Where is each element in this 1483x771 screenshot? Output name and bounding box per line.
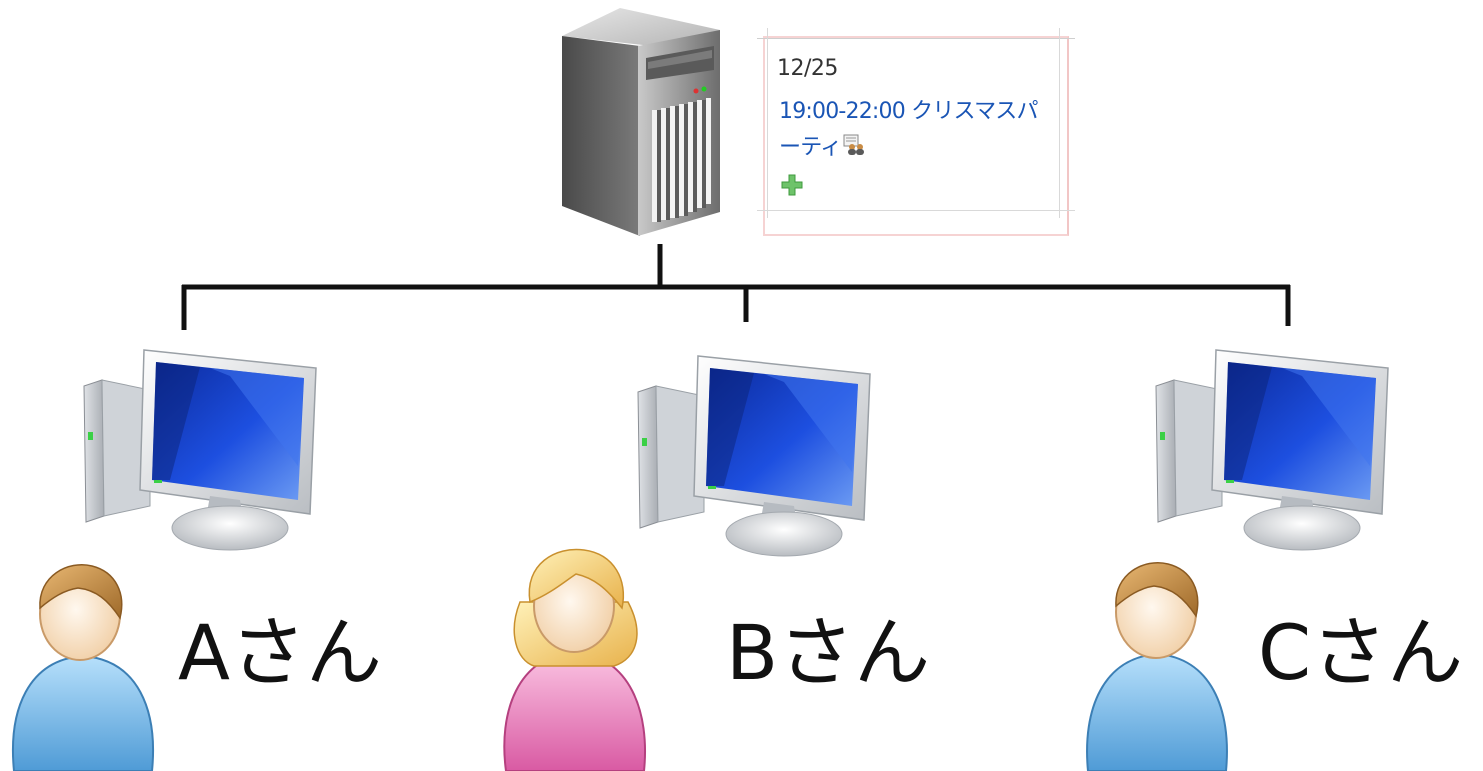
user-a-label: Aさん [178, 608, 382, 697]
user-b-avatar-icon [503, 548, 646, 771]
computer-b-icon [637, 355, 871, 557]
user-c-label: Cさん [1258, 608, 1464, 697]
computer-a-icon [83, 349, 317, 551]
calendar-event-text: 19:00-22:00 クリスマスパーティ [779, 99, 1038, 160]
group-meeting-icon [843, 132, 865, 168]
green-plus-icon[interactable] [781, 174, 803, 200]
calendar-date: 12/25 [777, 56, 838, 81]
calendar-event-link[interactable]: 19:00-22:00 クリスマスパーティ [779, 94, 1054, 168]
user-a-avatar-icon [12, 564, 154, 771]
server-tower-icon [562, 8, 720, 236]
computer-c-icon [1155, 349, 1389, 551]
user-c-avatar-icon [1086, 562, 1228, 771]
calendar-cell [763, 36, 1069, 236]
user-b-label: Bさん [726, 608, 931, 697]
calendar-snippet: 12/25 19:00-22:00 クリスマスパーティ [757, 28, 1075, 236]
